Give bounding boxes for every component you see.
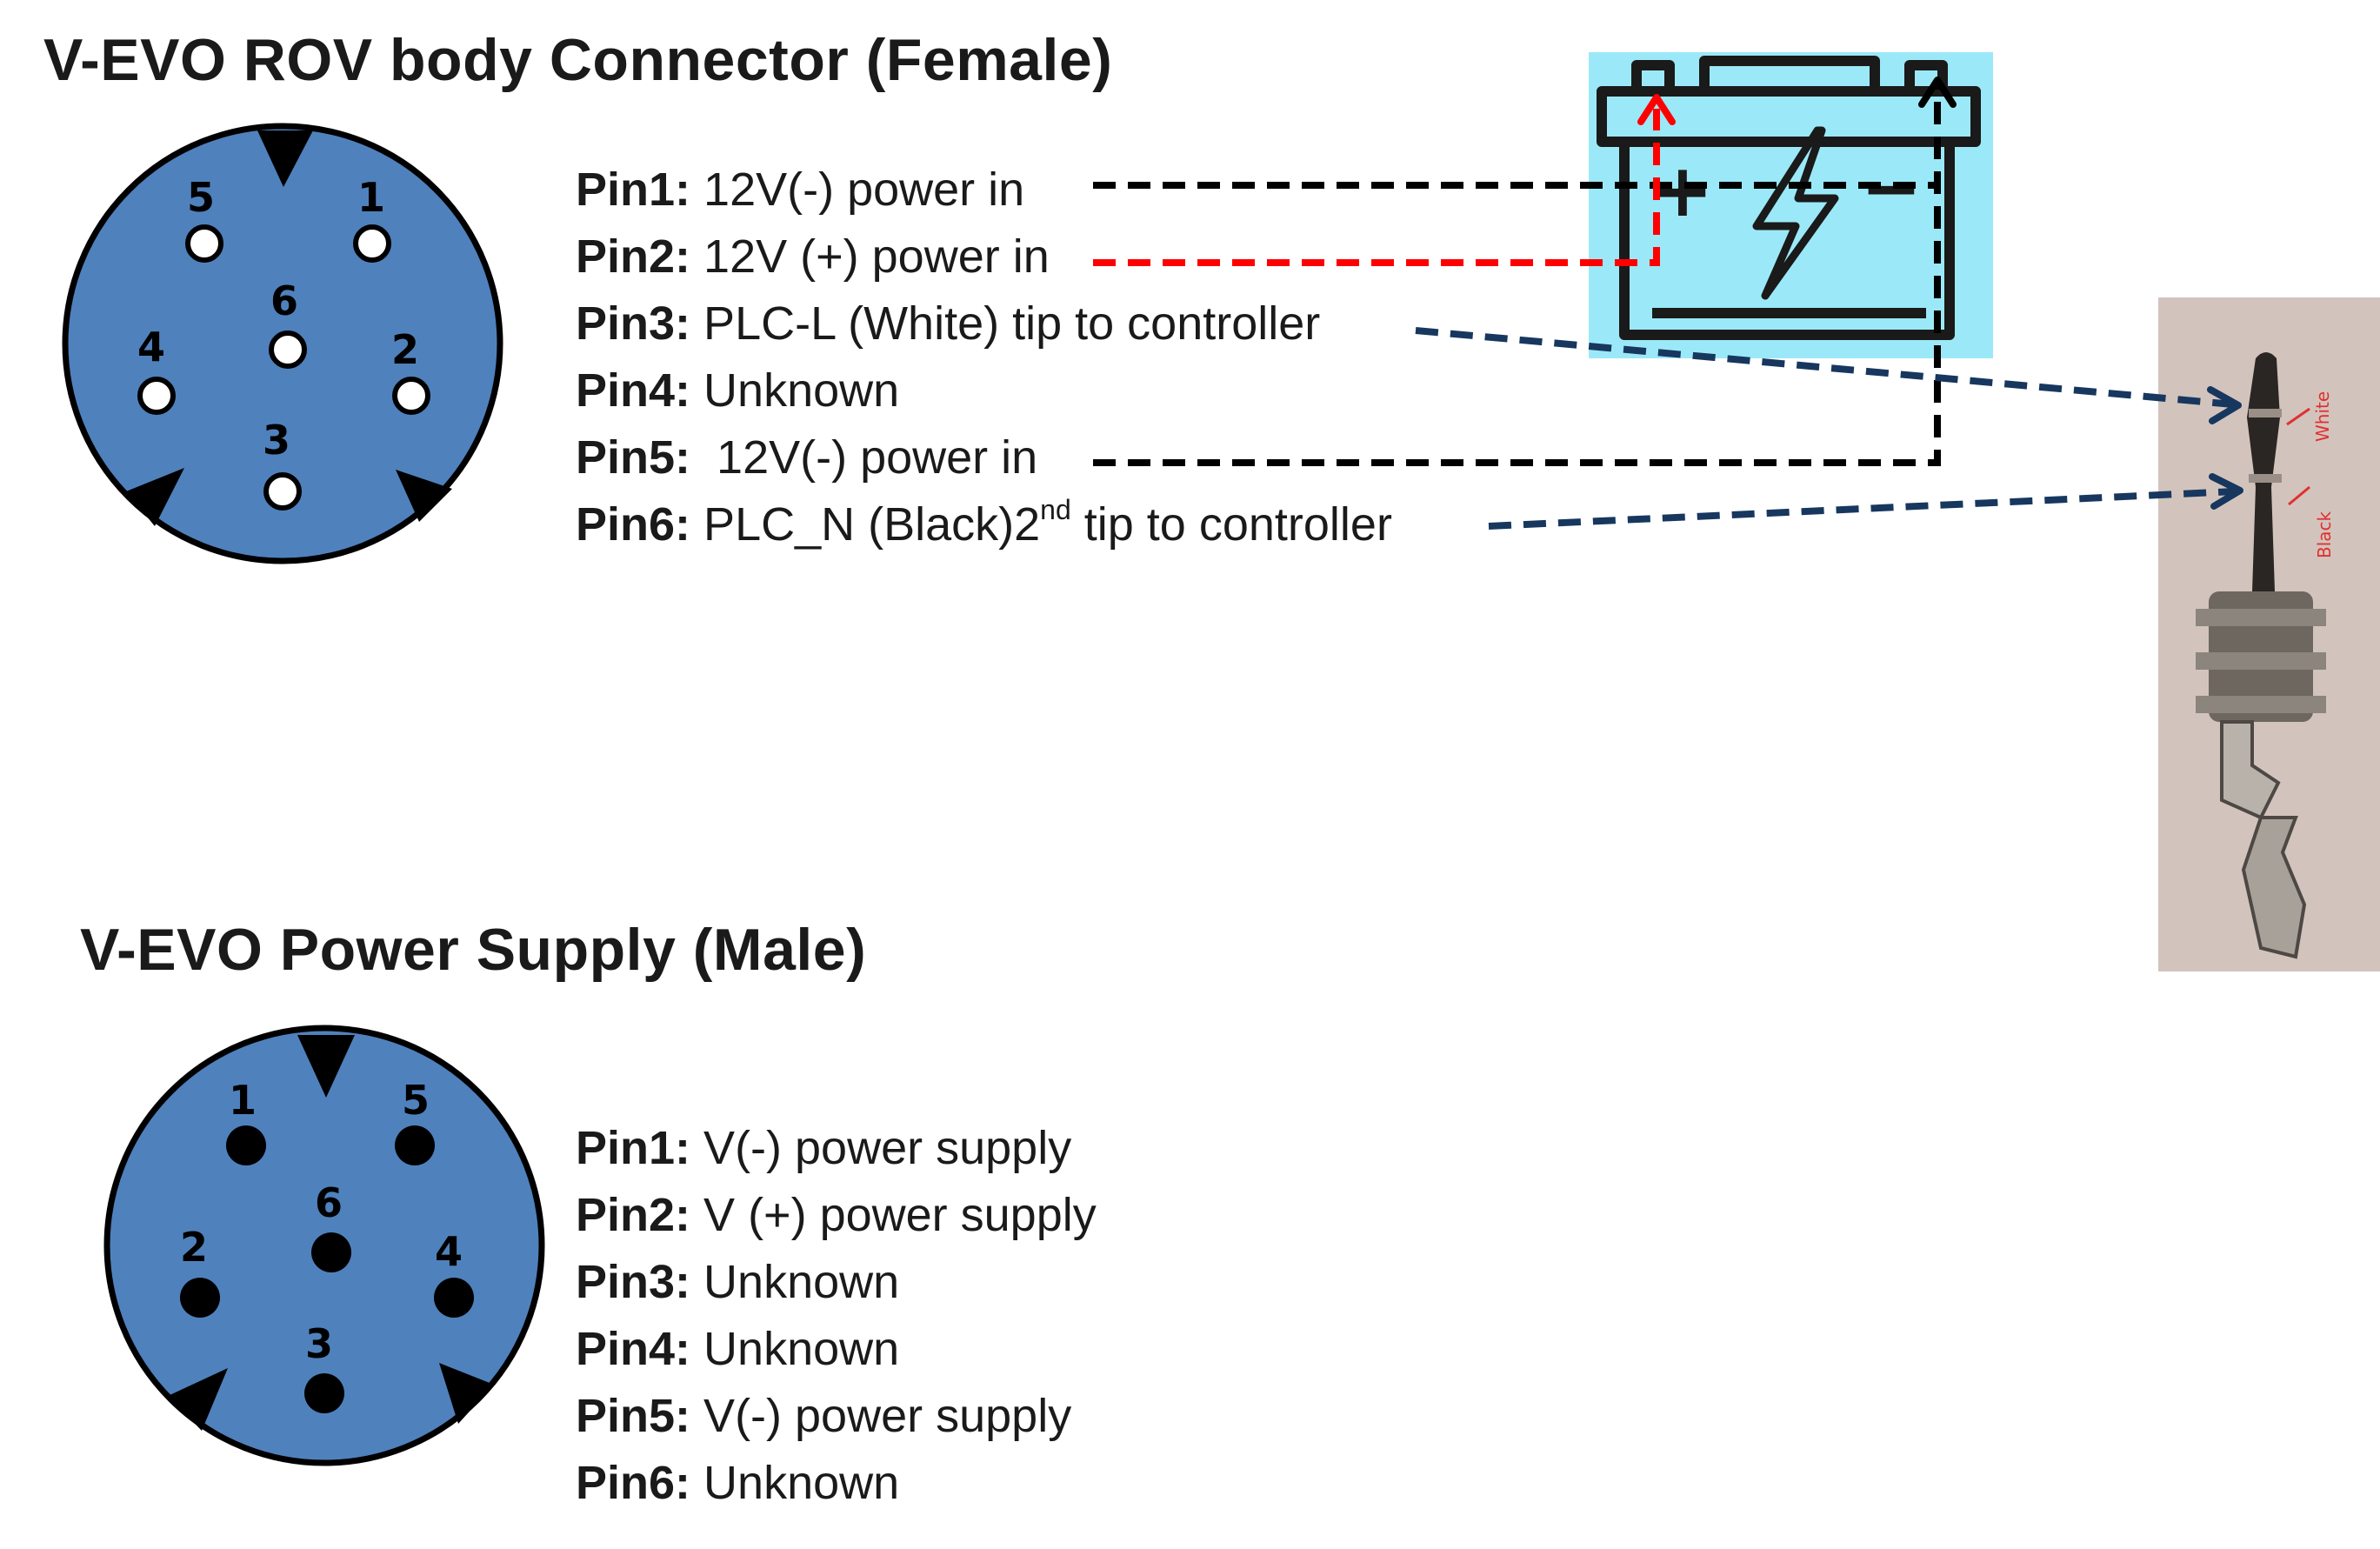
pin-label: Pin2: [576, 230, 691, 283]
female-pin-row: Pin6: PLC_N (Black)2nd tip to controller [576, 491, 1392, 558]
female-pin-number-6: 6 [270, 277, 298, 324]
female-pin-row: Pin4: Unknown [576, 357, 1392, 424]
male-pin-1 [226, 1125, 266, 1165]
pin-description-superscript: nd [1040, 494, 1071, 525]
pin-description: V(-) power supply [703, 1390, 1072, 1442]
jack-lug-icon [2220, 720, 2281, 820]
photo-label-black: Black [2314, 511, 2335, 558]
arrowhead-white-icon [2207, 386, 2242, 424]
female-pin-row: Pin1: 12V(-) power in [576, 157, 1392, 224]
male-pin-2 [180, 1278, 220, 1318]
pin-description: PLC-L (White) tip to controller [703, 297, 1321, 350]
arrowhead-black-icon [2209, 473, 2243, 510]
arrowhead-negative-icon [1918, 77, 1957, 108]
pin-description: Unknown [703, 364, 900, 417]
pin-description: Unknown [703, 1256, 900, 1308]
male-connector: 1 5 6 2 4 3 [103, 1025, 545, 1466]
male-pin-row: Pin5: V(-) power supply [576, 1383, 1097, 1450]
pin-description: 12V(-) power in [703, 431, 1038, 484]
pin-label: Pin6: [576, 498, 691, 551]
female-pin-2 [392, 377, 430, 415]
female-key-notch-left [126, 468, 184, 526]
male-pin-number-5: 5 [402, 1077, 430, 1124]
pin-label: Pin1: [576, 164, 691, 216]
male-pin-number-4: 4 [435, 1228, 463, 1275]
male-pin-list: Pin1: V(-) power supply Pin2: V (+) powe… [576, 1115, 1097, 1517]
male-pin-number-3: 3 [305, 1320, 333, 1367]
pin-label: Pin4: [576, 364, 691, 417]
male-pin-3 [304, 1373, 344, 1413]
female-connector: 5 1 6 4 2 3 [62, 123, 503, 564]
audio-jack-photo: White Black [2158, 297, 2380, 971]
pin-label: Pin5: [576, 431, 691, 484]
wire-pin2-positive [1093, 109, 1660, 266]
female-pin-number-4: 4 [137, 324, 165, 371]
male-pin-row: Pin4: Unknown [576, 1316, 1097, 1383]
pin-description-suffix: tip to controller [1070, 498, 1392, 551]
pin-description: Unknown [703, 1323, 900, 1375]
male-pin-row: Pin1: V(-) power supply [576, 1115, 1097, 1182]
pin-label: Pin4: [576, 1323, 691, 1375]
pin-label: Pin3: [576, 1256, 691, 1308]
female-pin-4 [137, 377, 176, 415]
female-pin-list: Pin1: 12V(-) power in Pin2: 12V (+) powe… [576, 157, 1392, 558]
pin-label: Pin5: [576, 1390, 691, 1442]
female-pin-number-1: 1 [357, 174, 385, 221]
female-pin-6 [269, 330, 307, 369]
pin-description: 12V(-) power in [703, 164, 1025, 216]
male-key-notch-right [439, 1363, 494, 1424]
lightning-icon [1752, 126, 1839, 300]
male-pin-5 [395, 1125, 435, 1165]
wiring [1093, 87, 2236, 530]
female-pin-row: Pin5: 12V(-) power in [576, 424, 1392, 491]
female-pin-5 [185, 224, 223, 263]
battery-icon: + − [1589, 52, 1993, 358]
pin-description: PLC_N (Black)2 [703, 498, 1041, 551]
male-pin-number-2: 2 [180, 1224, 208, 1271]
female-pin-number-2: 2 [391, 326, 419, 373]
female-connector-title: V-EVO ROV body Connector (Female) [43, 27, 1113, 93]
pin-description: V (+) power supply [703, 1189, 1097, 1241]
male-key-notch-left [168, 1368, 228, 1431]
pin-label: Pin2: [576, 1189, 691, 1241]
male-pin-number-6: 6 [315, 1179, 343, 1226]
pin-label: Pin1: [576, 1122, 691, 1174]
male-connector-title: V-EVO Power Supply (Male) [80, 917, 867, 983]
male-pin-row: Pin3: Unknown [576, 1249, 1097, 1316]
pin-description: Unknown [703, 1457, 900, 1509]
battery-lid [1597, 86, 1981, 147]
female-key-notch-right [396, 470, 452, 522]
male-pin-number-1: 1 [229, 1077, 257, 1124]
female-pin-1 [353, 224, 391, 263]
photo-label-white: White [2312, 391, 2333, 442]
jack-solder-tab-icon [2241, 816, 2307, 959]
male-pin-row: Pin2: V (+) power supply [576, 1182, 1097, 1249]
battery-case [1619, 142, 1955, 340]
female-pin-number-5: 5 [187, 174, 215, 221]
male-pin-6 [311, 1232, 351, 1272]
male-pin-row: Pin6: Unknown [576, 1450, 1097, 1517]
pin-description: V(-) power supply [703, 1122, 1072, 1174]
female-pin-row: Pin2: 12V (+) power in [576, 224, 1392, 290]
arrowhead-positive-icon [1637, 94, 1676, 125]
battery-plus-sign: + [1652, 148, 1713, 233]
male-pin-4 [434, 1278, 474, 1318]
pin-label: Pin6: [576, 1457, 691, 1509]
female-pin-3 [263, 472, 302, 511]
wire-pin5-negative [1093, 87, 1941, 466]
female-pin-row: Pin3: PLC-L (White) tip to controller [576, 290, 1392, 357]
female-key-notch-top [257, 130, 313, 187]
wire-pin6-signal [1488, 488, 2236, 530]
female-pin-number-3: 3 [263, 417, 290, 464]
pin-description: 12V (+) power in [703, 230, 1050, 283]
male-key-notch-top [297, 1035, 355, 1098]
pin-label: Pin3: [576, 297, 691, 350]
